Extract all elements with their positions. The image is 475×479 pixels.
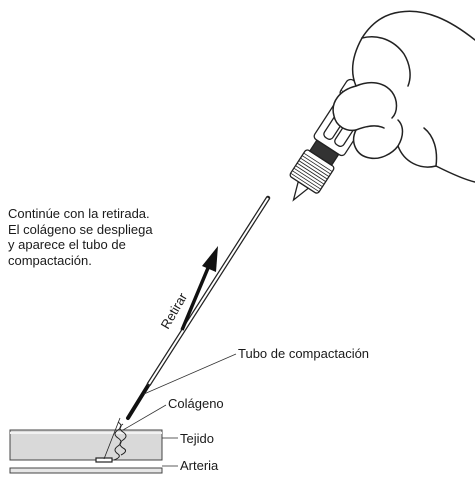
collagen-label: Colágeno (168, 396, 224, 411)
compaction-tube-label: Tubo de compactación (238, 346, 369, 361)
compaction-tube (126, 382, 151, 420)
device-sheath (146, 195, 271, 387)
instruction-line: El colágeno se despliega (8, 221, 153, 237)
tissue-layer (9, 429, 163, 461)
instruction-text: Continúe con la retirada. El colágeno se… (8, 206, 208, 268)
artery-label: Arteria (180, 458, 219, 473)
collagen-plug (103, 417, 127, 461)
instruction-line: y aparece el tubo de (8, 237, 126, 252)
instruction-line: compactación. (8, 252, 92, 268)
artery-wall (9, 467, 163, 474)
instruction-line: Continúe con la retirada. (8, 206, 150, 221)
tissue-label: Tejido (180, 431, 214, 446)
leader-lines (122, 353, 237, 467)
hand-illustration (332, 10, 475, 183)
withdraw-arrow (180, 246, 218, 331)
